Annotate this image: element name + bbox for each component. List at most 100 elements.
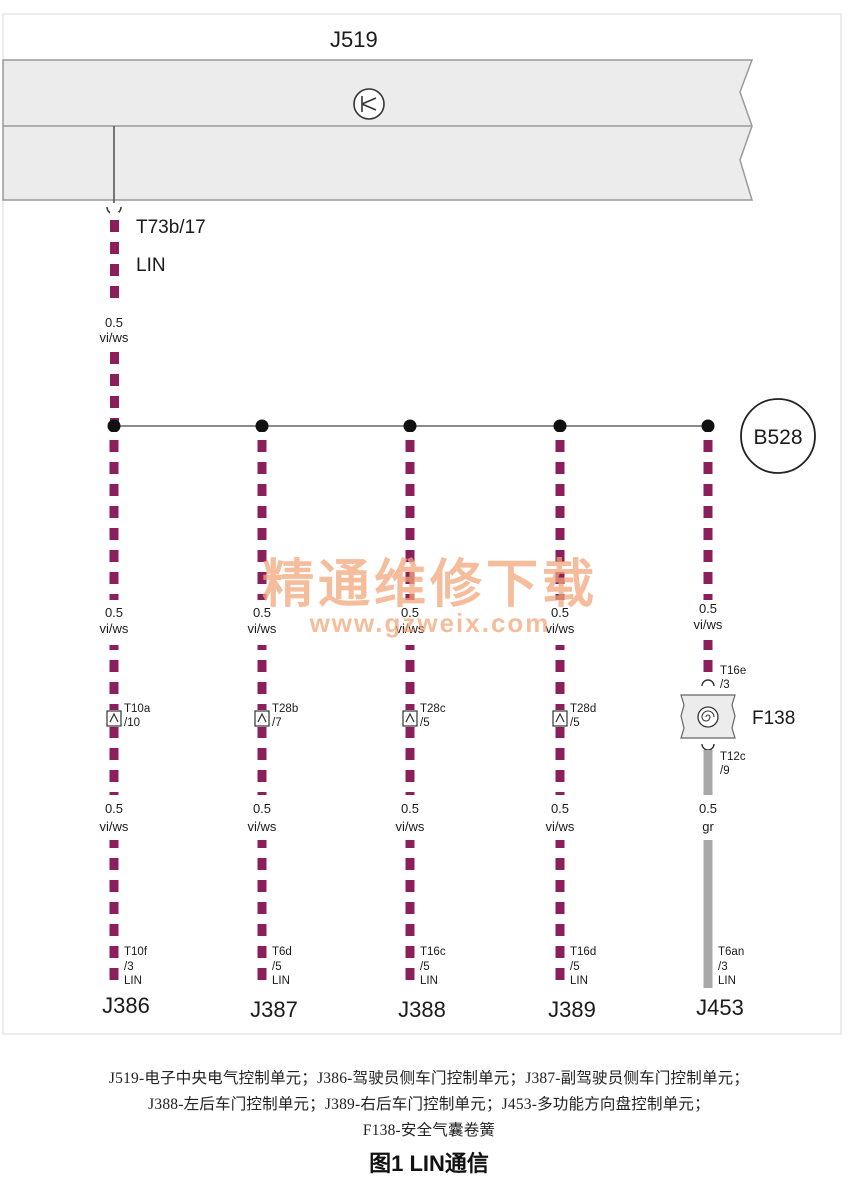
connector-label-b-j453: T6an: [718, 946, 744, 958]
connector-label-a-j387: T28b: [272, 703, 298, 715]
connector-arrow-j386: [109, 712, 119, 723]
wire-size-lower-j386: 0.5: [105, 801, 123, 816]
junction-label-b528: B528: [753, 426, 802, 449]
signal-label-top: LIN: [136, 255, 166, 276]
branch-group: 0.5vi/wsT10a/100.5vi/wsT10f/3LINJ3860.5v…: [100, 419, 795, 1022]
wire-mid-j389: [555, 645, 565, 710]
junction-circle-b528: [740, 398, 816, 474]
wire-color-lower-j386: vi/ws: [100, 819, 129, 834]
connector-label-a-j388: T28c: [420, 703, 446, 715]
wire-lower-b-j453: [703, 840, 713, 988]
module-label-j388: J388: [398, 997, 446, 1022]
wire-mid-j388: [405, 645, 415, 710]
module-label-j453: J453: [696, 995, 744, 1020]
bus-node-j386: [107, 419, 121, 433]
connector-symbol-top-j453: [701, 679, 715, 687]
pin-label-a-j453: /3: [720, 679, 730, 691]
caption-line-2: J388-左后车门控制单元；J389-右后车门控制单元；J453-多功能方向盘控…: [148, 1096, 710, 1113]
module-label-j389: J389: [548, 997, 596, 1022]
pin-label-b-j453: /3: [718, 961, 728, 973]
wire-color-upper-j386: vi/ws: [100, 621, 129, 636]
bus-node-j388: [403, 419, 417, 433]
wire-upper-j386: [109, 432, 119, 600]
connector-label-t73b: T73b/17: [136, 217, 206, 238]
connector-arrow-j387: [257, 712, 267, 723]
connector-box-j387: [254, 710, 270, 727]
wire-mid-j387: [257, 645, 267, 710]
signal-label-j386: LIN: [124, 975, 142, 987]
caption-line-3: F138-安全气囊卷簧: [362, 1122, 496, 1139]
connector-box-j389: [552, 710, 568, 727]
wire-color-lower-j389: vi/ws: [546, 819, 575, 834]
lin-wiring-diagram: J519 T73b/17 LIN 0.5 vi/ws B528 0.5vi/ws…: [2, 13, 842, 1035]
clock-spring-icon: [697, 706, 719, 728]
wire-lower-a-j386: [109, 727, 119, 795]
module-bar-j519: [2, 59, 754, 201]
connector-symbol-bottom-j453: [701, 743, 715, 751]
pin-label-a-j388: /5: [420, 717, 430, 729]
diagram-frame: [2, 13, 842, 1035]
bus-node-j387: [255, 419, 269, 433]
connector-box-j386: [106, 710, 122, 727]
clock-spring-spiral-icon: [701, 710, 715, 722]
pin-label-b-j387: /5: [272, 961, 282, 973]
trunk-wire-size: 0.5: [105, 315, 123, 330]
wire-lower-a-j388: [405, 727, 415, 795]
figure-title: 图1 LIN通信: [369, 1151, 489, 1176]
wire-lower-b-j389: [555, 840, 565, 985]
connector-label-a-j389: T28d: [570, 703, 596, 715]
pin-label-a-j386: /10: [124, 717, 140, 729]
watermark-text-url: www.gzweix.com: [309, 608, 551, 638]
module-label-j386: J386: [102, 993, 150, 1018]
connector-label-b-j389: T16d: [570, 946, 596, 958]
wire-mid-j453: [703, 640, 713, 676]
connector-label-a-j386: T10a: [124, 703, 151, 715]
wire-size-upper-j386: 0.5: [105, 605, 123, 620]
trunk-wire-lower: [110, 352, 119, 426]
wire-size-upper-j388: 0.5: [401, 605, 419, 620]
signal-label-j388: LIN: [420, 975, 438, 987]
bus-node-j389: [553, 419, 567, 433]
wire-color-upper-j453: vi/ws: [694, 617, 723, 632]
module-label-j519: J519: [330, 27, 378, 52]
connector-label-b-j387: T6d: [272, 946, 292, 958]
pin-label-b-j386: /3: [124, 961, 134, 973]
wire-size-lower-j387: 0.5: [253, 801, 271, 816]
wire-size-lower-j388: 0.5: [401, 801, 419, 816]
caption-line-1: J519-电子中央电气控制单元；J386-驾驶员侧车门控制单元；J387-副驾驶…: [108, 1070, 750, 1087]
connector-arrow-j388: [405, 712, 415, 723]
connector-label-a-j453: T16e: [720, 665, 746, 677]
wire-lower-a-j453: [703, 750, 713, 795]
component-label-f138: F138: [752, 708, 795, 729]
wire-upper-j453: [703, 432, 713, 600]
wire-color-lower-j387: vi/ws: [248, 819, 277, 834]
wire-size-upper-j453: 0.5: [699, 601, 717, 616]
pin-label-b-j389: /5: [570, 961, 580, 973]
wire-lower-b-j387: [257, 840, 267, 985]
connector-label-b-j388: T16c: [420, 946, 446, 958]
wire-upper-j387: [257, 432, 267, 600]
wire-color-upper-j389: vi/ws: [546, 621, 575, 636]
wire-color-upper-j388: vi/ws: [396, 621, 425, 636]
module-label-j387: J387: [250, 997, 298, 1022]
connector-box-j388: [402, 710, 418, 727]
pin-label-a-j389: /5: [570, 717, 580, 729]
signal-label-j387: LIN: [272, 975, 290, 987]
signal-label-j389: LIN: [570, 975, 588, 987]
wire-size-lower-j389: 0.5: [551, 801, 569, 816]
wire-lower-b-j386: [109, 840, 119, 985]
pin-label-a-j387: /7: [272, 717, 282, 729]
transceiver-icon: [353, 88, 385, 120]
wire-lower-a-j389: [555, 727, 565, 795]
wire-color-upper-j387: vi/ws: [248, 621, 277, 636]
wire-color-lower-j453: gr: [702, 819, 714, 834]
wire-lower-a-j387: [257, 727, 267, 795]
pin-label-b-j388: /5: [420, 961, 430, 973]
wire-size-upper-j387: 0.5: [253, 605, 271, 620]
wire-lower-b-j388: [405, 840, 415, 985]
connector-label-b-j386: T10f: [124, 946, 148, 958]
wire-upper-j388: [405, 432, 415, 600]
wire-size-lower-j453: 0.5: [699, 801, 717, 816]
wire-color-lower-j388: vi/ws: [396, 819, 425, 834]
wire-mid-j386: [109, 645, 119, 710]
